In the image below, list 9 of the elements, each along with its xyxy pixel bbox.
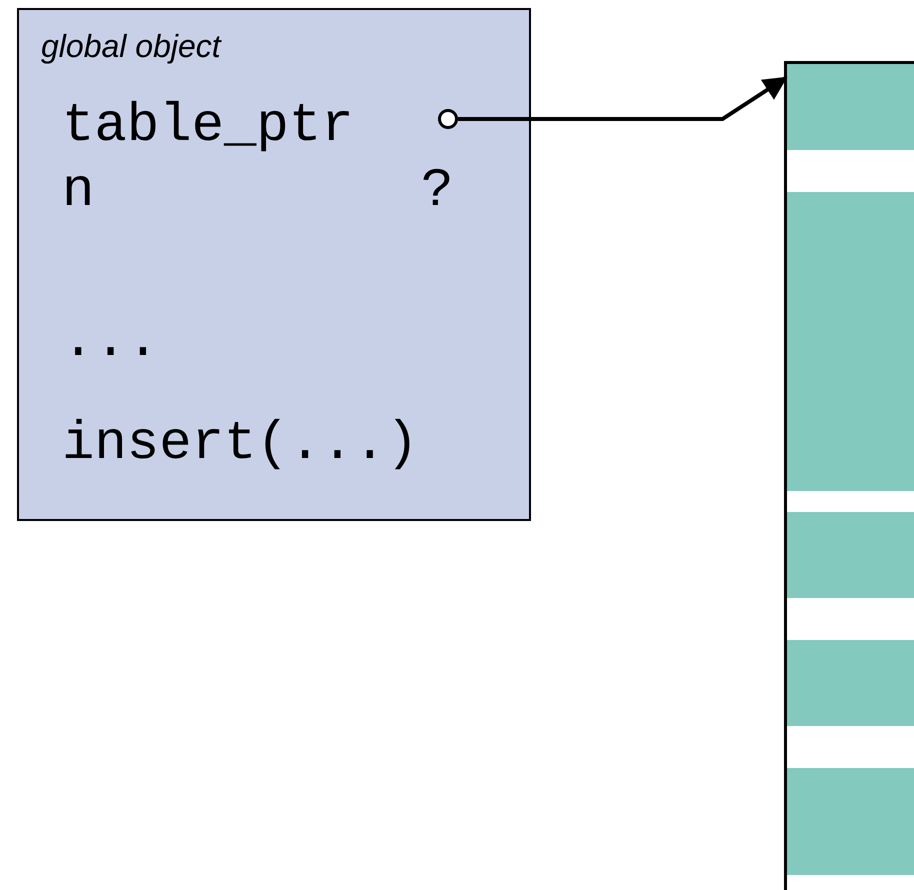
pointer-dot: [438, 109, 458, 129]
method-name: insert(...): [62, 418, 418, 472]
field-value: ?: [421, 165, 454, 219]
field-name: n: [62, 165, 94, 219]
object-title: global object: [41, 30, 221, 62]
object-box: [17, 8, 531, 521]
field-name: table_ptr: [62, 100, 354, 154]
pointer-arrow: [458, 76, 788, 121]
ellipsis: ...: [62, 315, 160, 369]
